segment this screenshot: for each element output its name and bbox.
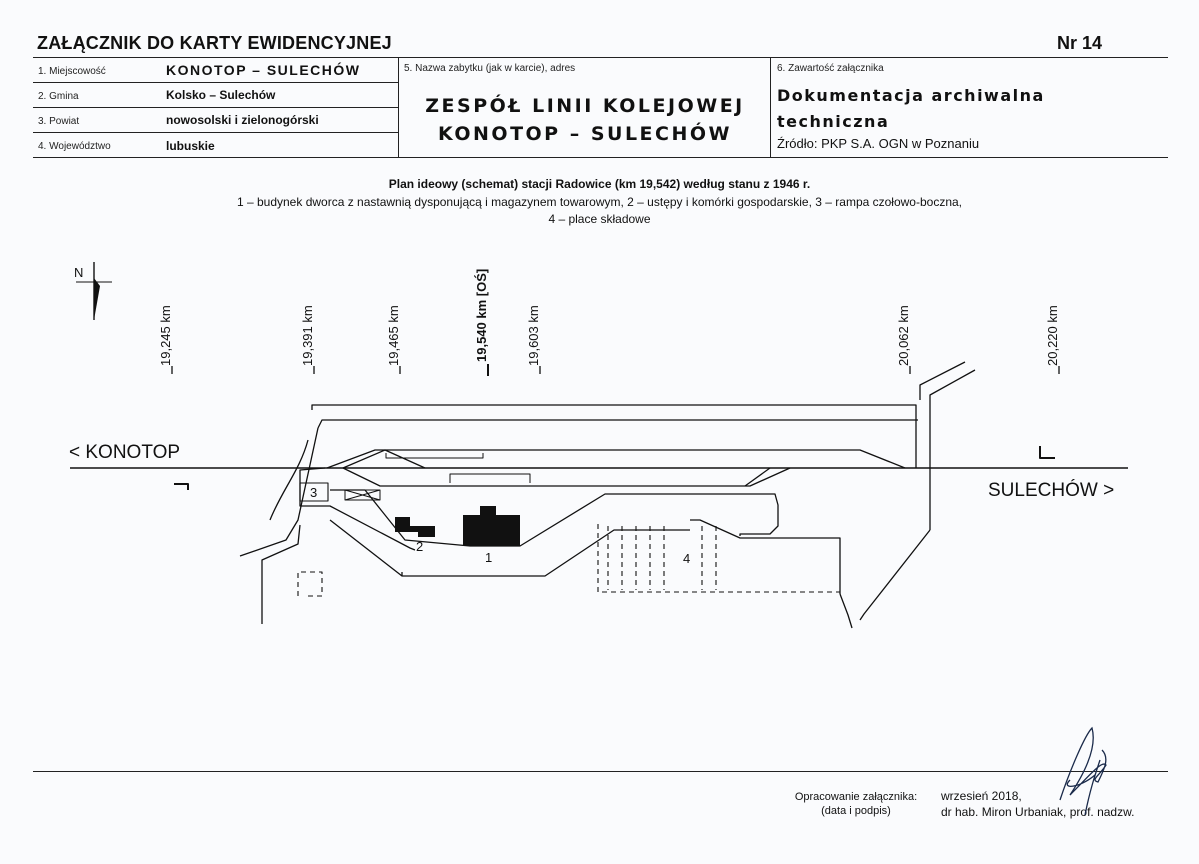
- prepared-label: Opracowanie załącznika:: [794, 791, 918, 803]
- district-value: nowosolski i zielonogórski: [166, 113, 319, 127]
- north-label: N: [74, 265, 83, 280]
- prepared-sublabel: (data i podpis): [821, 805, 891, 817]
- form-top-rule: [33, 57, 1168, 58]
- form-column-rule: [398, 57, 399, 157]
- direction-konotop: < KONOTOP: [69, 442, 180, 463]
- north-arrow-icon: [76, 262, 112, 320]
- form-row-rule: [33, 132, 398, 133]
- prepared-date: wrzesień 2018,: [941, 789, 1022, 803]
- km-marker: 20,220 km: [1045, 305, 1060, 366]
- locality-label: 1. Miejscowość: [38, 66, 106, 77]
- storage-yards: [297, 524, 840, 597]
- attachment-number: Nr 14: [1057, 33, 1103, 53]
- locality-value: KONOTOP – SULECHÓW: [166, 62, 361, 78]
- monument-name-line1: ZESPÓŁ LINII KOLEJOWEJ: [425, 95, 745, 117]
- km-marker-axis: 19,540 km [OŚ]: [474, 269, 489, 362]
- building-1: [463, 506, 520, 546]
- plan-legend-line1: 1 – budynek dworca z nastawnią dysponują…: [236, 195, 963, 209]
- commune-value: Kolsko – Sulechów: [166, 88, 276, 102]
- form-row-rule: [33, 82, 398, 83]
- content-value-line2: techniczna: [777, 112, 890, 131]
- content-label: 6. Zawartość załącznika: [777, 63, 884, 74]
- km-marker: 19,465 km: [386, 305, 401, 366]
- form-row-rule: [33, 107, 398, 108]
- signature-icon: [1059, 726, 1107, 816]
- label-outbuildings: 2: [416, 539, 423, 554]
- footer-rule: [33, 771, 1168, 772]
- label-ramp: 3: [310, 485, 317, 500]
- loop-track-upper: [326, 449, 906, 469]
- plan-legend-line2: 4 – place składowe: [548, 212, 651, 226]
- km-marker: 19,391 km: [300, 305, 315, 366]
- monument-label: 5. Nazwa zabytku (jak w karcie), adres: [404, 63, 576, 74]
- voivodeship-value: lubuskie: [166, 139, 215, 153]
- km-marker: 19,245 km: [158, 305, 173, 366]
- direction-sulechow: SULECHÓW >: [988, 479, 1114, 501]
- monument-name-line2: KONOTOP – SULECHÓW: [438, 123, 732, 145]
- content-value-line1: Dokumentacja archiwalna: [777, 86, 1045, 105]
- form-bottom-rule: [33, 157, 1168, 158]
- km-marker: 19,603 km: [526, 305, 541, 366]
- source-note: Źródło: PKP S.A. OGN w Poznaniu: [777, 136, 980, 151]
- km-marker: 20,062 km: [896, 305, 911, 366]
- loop-crossover: [342, 449, 426, 469]
- district-label: 3. Powiat: [38, 116, 80, 127]
- building-2: [395, 517, 435, 537]
- label-station-building: 1: [485, 550, 492, 565]
- plan-title: Plan ideowy (schemat) stacji Radowice (k…: [388, 177, 811, 191]
- form-column-rule: [770, 57, 771, 157]
- commune-label: 2. Gmina: [38, 91, 79, 102]
- loop-track-lower: [342, 467, 791, 487]
- voivodeship-label: 4. Województwo: [38, 141, 111, 152]
- label-storage: 4: [683, 551, 690, 566]
- attachment-title: ZAŁĄCZNIK DO KARTY EWIDENCYJNEJ: [37, 33, 392, 53]
